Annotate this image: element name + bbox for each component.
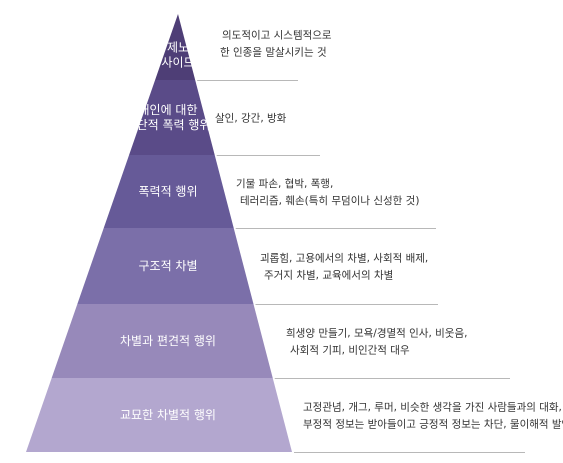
- tier-label: 구조적 차별: [138, 259, 197, 273]
- tier-shape: [155, 14, 196, 80]
- tier-label: 개인에 대한: [138, 103, 197, 117]
- tier-description: 주거지 차별, 교육에서의 차별: [264, 270, 393, 282]
- tier-shape: [51, 304, 273, 378]
- tier-description: 희생양 만들기, 모욕/경멸적 인사, 비웃음,: [286, 327, 467, 340]
- pyramid-tier-6: 교묘한 차별적 행위 고정관념, 개그, 루머, 비슷한 생각을 가진 사람들과의…: [26, 378, 563, 453]
- tier-label: 사이드: [161, 56, 194, 70]
- tier-description: 고정관념, 개그, 루머, 비슷한 생각을 가진 사람들과의 대화,: [303, 401, 562, 414]
- pyramid-tier-3: 폭력적 행위 기물 파손, 협박, 폭행, 테러리즘, 훼손(특히 무덤이나 신성한…: [103, 155, 436, 229]
- tier-description: 괴롭힘, 고용에서의 차별, 사회적 배제,: [260, 253, 428, 265]
- pyramid-tier-5: 차별과 편견적 행위 희생양 만들기, 모욕/경멸적 인사, 비웃음, 사회적 기피…: [51, 304, 510, 379]
- tier-label: 극단적 폭력 행위: [126, 117, 211, 132]
- tier-description: 한 인종을 말살시키는 것: [220, 47, 327, 59]
- tier-label: 폭력적 행위: [138, 184, 197, 199]
- tier-description: 부정적 정보는 받아들이고 긍정적 정보는 차단, 물이해적 발언: [303, 418, 563, 431]
- tier-shape: [129, 80, 215, 155]
- tier-label: 차별과 편견적 행위: [120, 333, 216, 348]
- tier-label: 교묘한 차별적 행위: [120, 407, 216, 422]
- tier-description: 테러리즘, 훼손(특히 무덤이나 신성한 것): [240, 195, 419, 207]
- tier-description: 기물 파손, 협박, 폭행,: [236, 177, 333, 190]
- tier-shape: [77, 228, 254, 304]
- tier-description: 살인, 강간, 방화: [215, 113, 287, 125]
- pyramid-tier-4: 구조적 차별 괴롭힘, 고용에서의 차별, 사회적 배제, 주거지 차별, 교육에서…: [77, 228, 438, 305]
- tier-description: 사회적 기피, 비인간적 대우: [290, 345, 410, 357]
- tier-shape: [103, 155, 234, 228]
- tier-shape: [26, 378, 292, 452]
- tier-label: 제노: [167, 41, 189, 55]
- tier-description: 의도적이고 시스템적으로: [222, 30, 332, 42]
